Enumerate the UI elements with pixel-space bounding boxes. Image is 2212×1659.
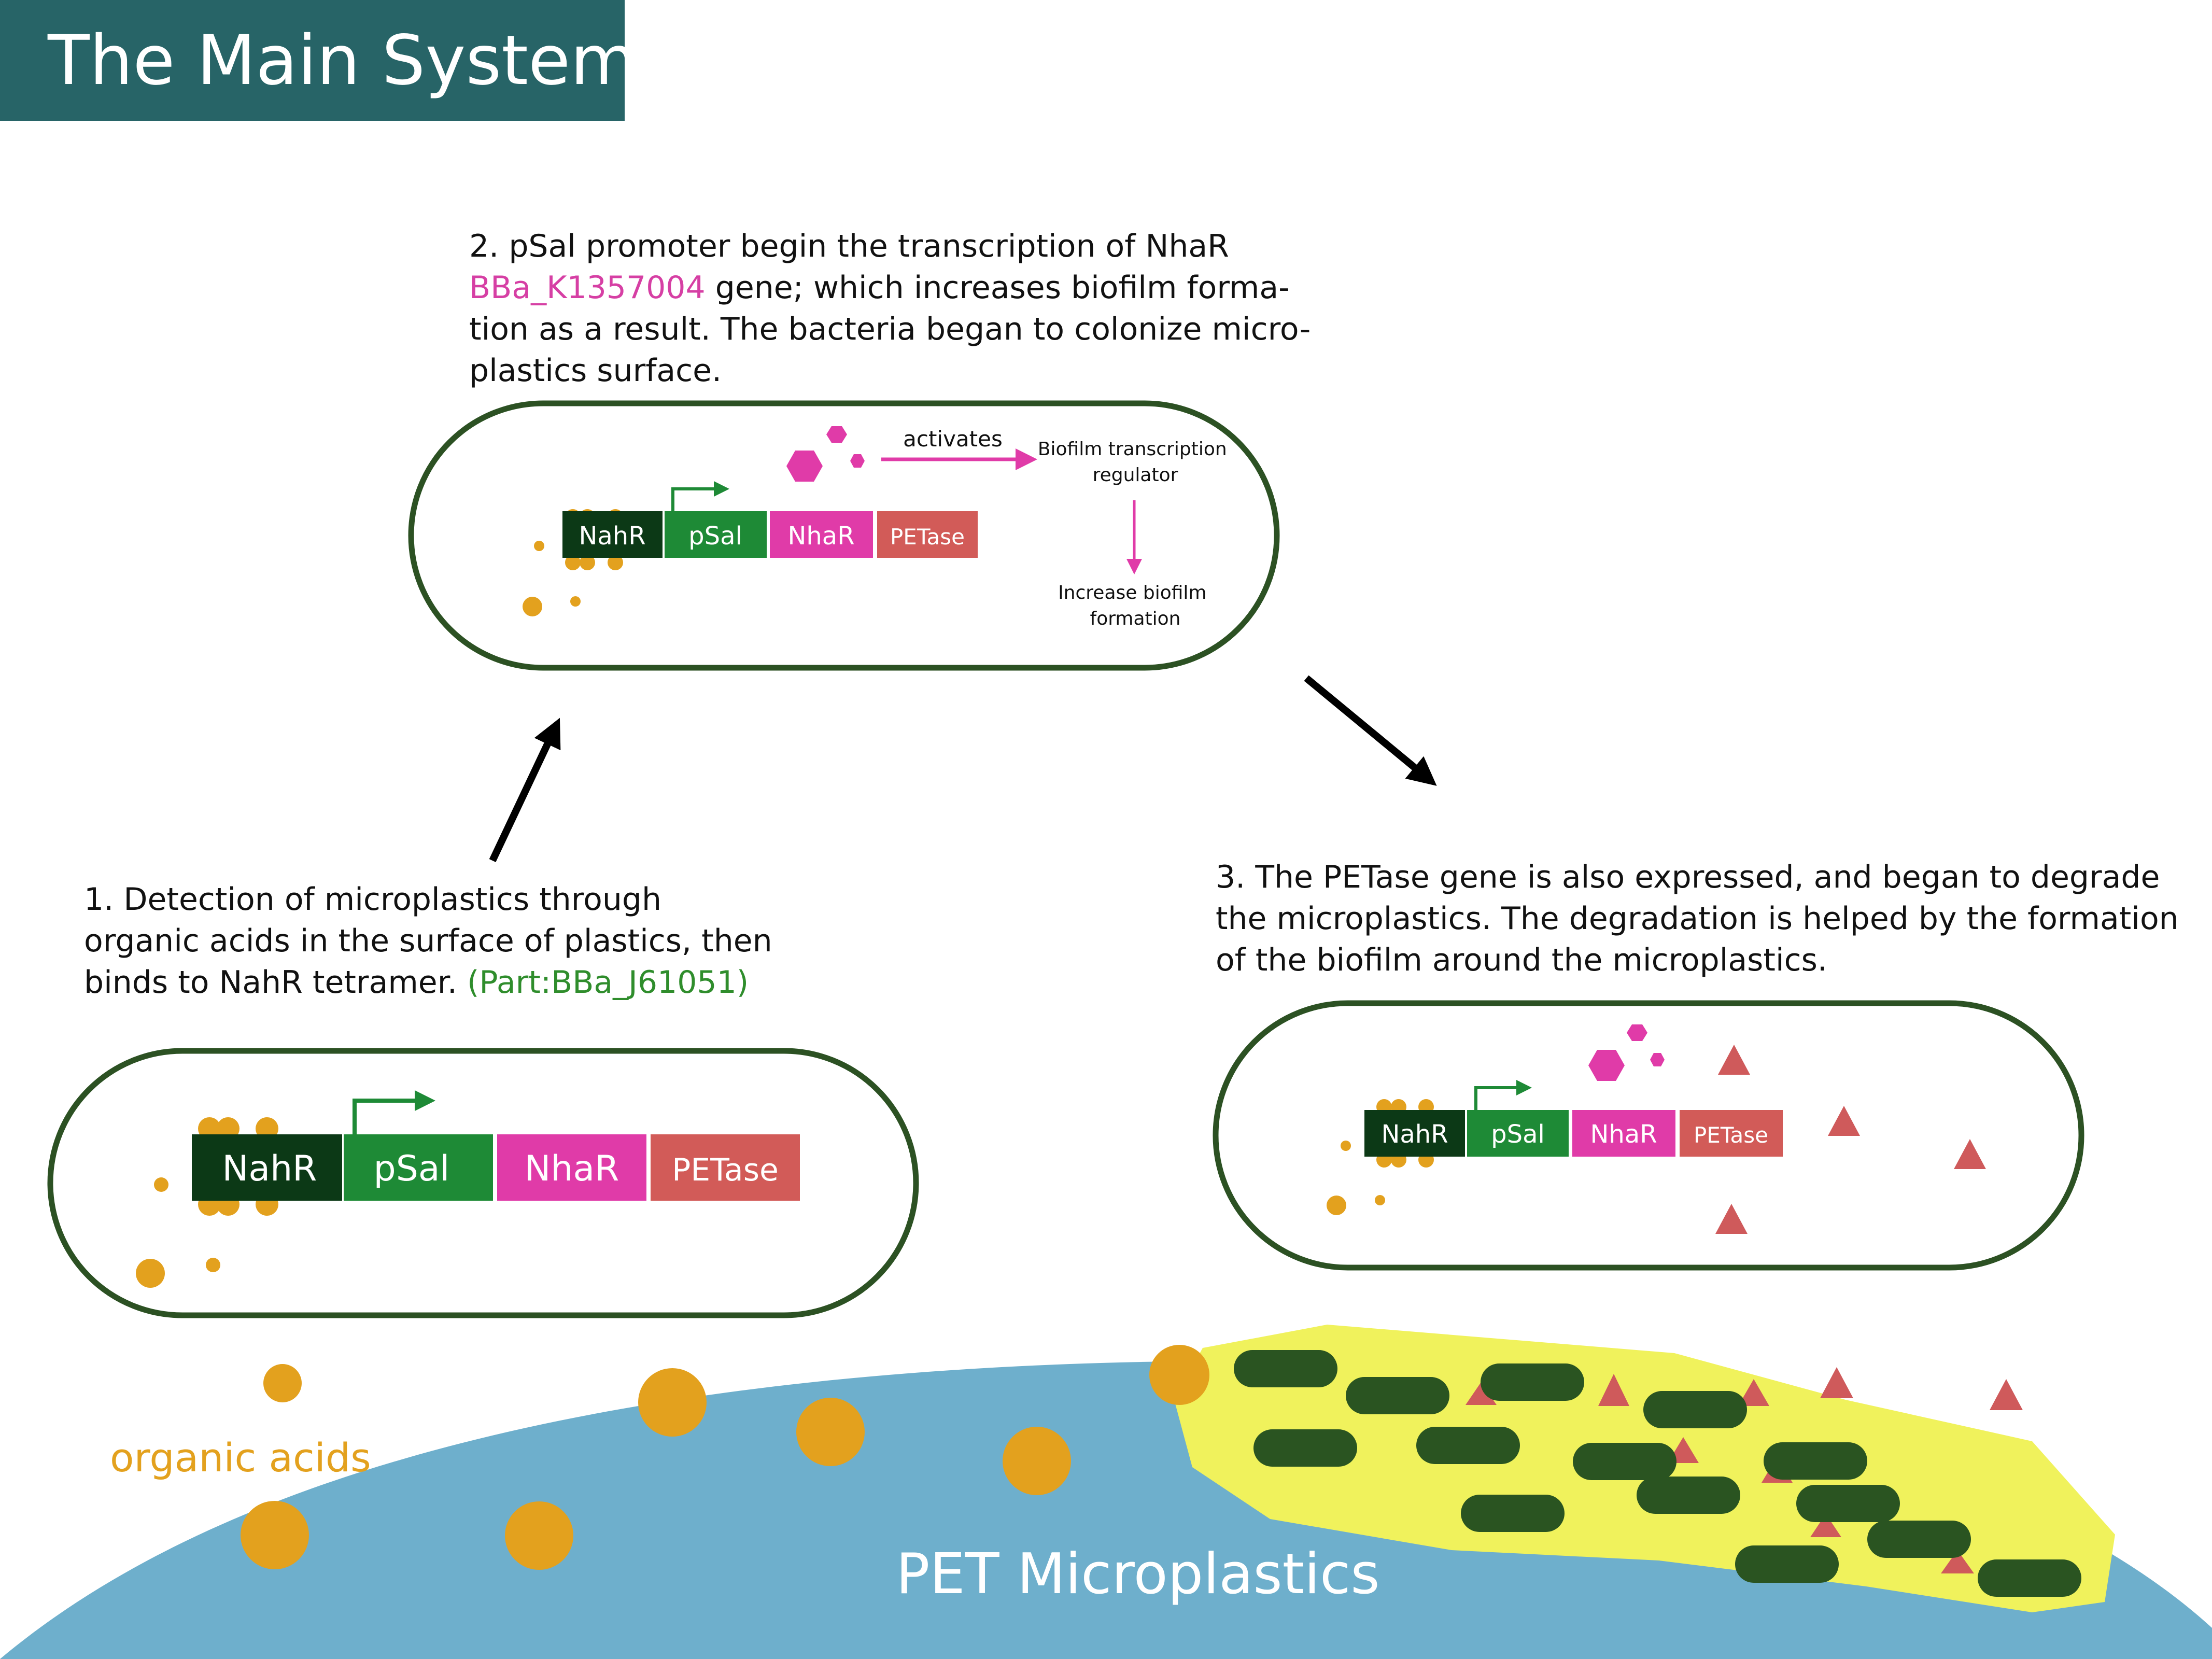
gene-nahr [192, 1134, 342, 1201]
caption-line: of the biofilm around the microplastics. [1216, 942, 1827, 978]
caption-line: organic acids in the surface of plastics… [84, 923, 772, 959]
gene-nahr-label: NahR [1381, 1120, 1448, 1149]
regulator-line: Biofilm transcription [1038, 439, 1227, 460]
gene-psal [344, 1134, 493, 1201]
step2-caption: 2. pSal promoter begin the transcription… [469, 226, 1311, 391]
gene-nhar [770, 511, 873, 558]
regulator-line: regulator [1093, 465, 1178, 486]
caption-text: gene; which increases biofilm forma- [705, 270, 1290, 306]
page-title: The Main System [48, 21, 637, 101]
gene-nhar-label: NhaR [525, 1148, 619, 1189]
gene-petase-label: PETase [672, 1152, 779, 1188]
caption-text: binds to NahR tetramer. [84, 964, 468, 1001]
petase-enzymes [1715, 1045, 1986, 1234]
caption-line: the microplastics. The degradation is he… [1216, 901, 2179, 937]
step1-caption: 1. Detection of microplastics through or… [84, 879, 772, 1003]
nhar-protein-hexagons [786, 426, 865, 482]
increase-line: Increase biofilm [1058, 582, 1206, 603]
step3-caption: 3. The PETase gene is also expressed, an… [1216, 856, 2179, 981]
gene-psal-label: pSal [1491, 1120, 1545, 1149]
gene-petase [1680, 1110, 1783, 1157]
gene-nhar-label: NhaR [1590, 1120, 1657, 1149]
increase-biofilm-label: Increase biofilm formation [1058, 582, 1213, 629]
organic-acid-particles [241, 1345, 1209, 1570]
colonizing-bacteria [1234, 1350, 2081, 1597]
caption-line: BBa_K1357004 gene; which increases biofi… [469, 267, 1311, 308]
caption-line: 1. Detection of microplastics through [84, 881, 661, 918]
cell-step2: NahR pSal NhaR PETase activates Biofilm … [408, 400, 1280, 671]
gene-nahr-label: NahR [222, 1148, 317, 1189]
caption-line: binds to NahR tetramer. (Part:BBa_J61051… [84, 962, 772, 1003]
caption-line: 3. The PETase gene is also expressed, an… [1216, 859, 2160, 895]
gene-nahr [562, 511, 663, 558]
nhar-protein-hexagons [1588, 1024, 1665, 1081]
arrow-step2-to-step3 [1304, 675, 1437, 786]
gene-psal [665, 511, 767, 558]
promoter-arrow-icon [1474, 1080, 1532, 1110]
gene-psal [1467, 1110, 1569, 1157]
caption-line: tion as a result. The bacteria began to … [469, 311, 1311, 347]
gene-nhar [497, 1134, 646, 1201]
regulator-label: Biofilm transcription regulator [1038, 439, 1233, 486]
gene-petase [651, 1134, 800, 1201]
cell-step3: NahR pSal NhaR PETase [1213, 1000, 2084, 1271]
gene-psal-label: pSal [374, 1148, 450, 1189]
gene-nahr-label: NahR [579, 522, 645, 551]
promoter-arrow-icon [353, 1090, 435, 1134]
gene-nhar [1572, 1110, 1675, 1157]
promoter-arrow-icon [671, 481, 729, 511]
part-reference: (Part:BBa_J61051) [467, 964, 749, 1001]
organic-acid-particles [136, 1117, 278, 1288]
activates-label: activates [903, 426, 1003, 452]
gene-petase-label: PETase [1694, 1122, 1768, 1148]
pet-microplastics-label: PET Microplastics [896, 1542, 1379, 1607]
increase-line: formation [1090, 608, 1181, 629]
gene-petase [877, 511, 978, 558]
cell-step1: NahR pSal NhaR PETase [47, 1048, 919, 1318]
gene-petase-label: PETase [890, 524, 965, 550]
gene-psal-label: pSal [688, 522, 742, 551]
arrow-step1-to-step2 [489, 718, 561, 862]
caption-line: 2. pSal promoter begin the transcription… [469, 228, 1229, 264]
caption-line: plastics surface. [469, 353, 722, 389]
gene-nhar-label: NhaR [787, 522, 854, 551]
title-banner: The Main System [0, 0, 637, 121]
organic-acids-label: organic acids [110, 1435, 371, 1481]
part-reference: BBa_K1357004 [469, 270, 706, 306]
gene-nahr [1364, 1110, 1465, 1157]
